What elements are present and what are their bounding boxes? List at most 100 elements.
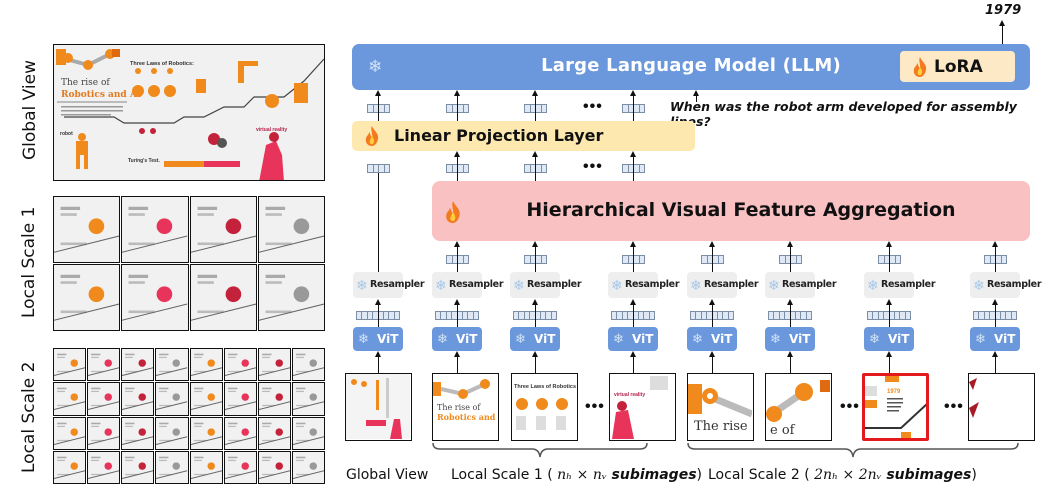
vit-to-resampler-arrow-line bbox=[378, 301, 380, 327]
local-scale-2-subimage bbox=[968, 373, 1035, 441]
subimage-tile bbox=[257, 348, 291, 382]
ellipsis: ••• bbox=[944, 398, 964, 415]
row-label-local-scale-1: Local Scale 1 bbox=[19, 206, 39, 318]
tile-art bbox=[156, 387, 188, 411]
snowflake-icon: ❄ bbox=[770, 331, 781, 346]
vit-label: ViT bbox=[456, 332, 478, 346]
tile-art bbox=[54, 422, 86, 445]
row-label-local-scale-2: Local Scale 2 bbox=[19, 361, 39, 473]
resampler-label: Resampler bbox=[370, 279, 425, 290]
global-to-projection-arrow-line bbox=[378, 166, 380, 272]
resampler-to-aggregation-arrow-line bbox=[457, 243, 459, 272]
vit-encoder: ❄ViT bbox=[970, 327, 1020, 351]
tile-art bbox=[292, 422, 324, 445]
vit-label: ViT bbox=[888, 332, 910, 346]
tile-art bbox=[54, 456, 86, 479]
vit-to-resampler-arrow-arrowhead bbox=[886, 299, 892, 305]
subimage-tile bbox=[257, 450, 291, 484]
subimage-tile bbox=[53, 264, 121, 331]
local-scale-1-subimage: Three Laws of Robotics: bbox=[511, 373, 578, 441]
subimage-tile bbox=[291, 348, 325, 382]
resampler: ❄Resampler bbox=[970, 272, 1042, 298]
resampler-label: Resampler bbox=[527, 279, 582, 290]
answer-arrowhead bbox=[999, 20, 1005, 26]
subimage-tile bbox=[155, 450, 189, 484]
vit-to-resampler-arrow-line bbox=[535, 301, 537, 327]
resampler: ❄Resampler bbox=[765, 272, 837, 298]
aggregation-to-projection-arrow-arrowhead bbox=[454, 151, 460, 157]
snowflake-icon: ❄ bbox=[613, 331, 624, 346]
infographic-title-line2: Robotics and AI bbox=[61, 90, 141, 100]
subimage-tile bbox=[121, 196, 189, 263]
tile-art bbox=[190, 387, 222, 411]
thumb-to-vit-arrow-line bbox=[457, 353, 459, 373]
subimage-tile bbox=[223, 450, 257, 484]
resampler-label: Resampler bbox=[782, 279, 837, 290]
thumb-to-vit-arrow-arrowhead bbox=[630, 351, 636, 357]
snowflake-icon: ❄ bbox=[768, 277, 780, 293]
tile-art bbox=[122, 456, 154, 479]
local-scale-2-subimage: The rise bbox=[687, 373, 754, 441]
row-label-global-view: Global View bbox=[20, 60, 40, 160]
thumb-to-vit-arrow-line bbox=[535, 353, 537, 373]
resampler-to-aggregation-arrow-arrowhead bbox=[630, 241, 636, 247]
aggregation-to-projection-arrow-arrowhead bbox=[630, 151, 636, 157]
subimage-tile bbox=[257, 196, 325, 263]
local-scale-1-math: nₕ × nᵥ bbox=[557, 467, 608, 483]
resampler-to-aggregation-arrow-line bbox=[633, 243, 635, 272]
thumb-to-vit-arrow-arrowhead bbox=[787, 351, 793, 357]
hierarchical-aggregation-label: Hierarchical Visual Feature Aggregation bbox=[526, 199, 956, 221]
infographic-laws-heading: Three Laws of Robotics: bbox=[130, 61, 194, 67]
subimage-tile bbox=[53, 450, 87, 484]
subimage-tile bbox=[257, 382, 291, 416]
subimage-tile bbox=[189, 196, 257, 263]
vit-to-resampler-arrow-arrowhead bbox=[375, 299, 381, 305]
snowflake-icon: ❄ bbox=[973, 277, 985, 293]
tile-art bbox=[292, 387, 324, 411]
vit-to-resampler-arrow-line bbox=[995, 301, 997, 327]
tile-art bbox=[190, 274, 256, 321]
thumb-to-vit-arrow-line bbox=[633, 353, 635, 373]
local-scale-2-math: 2nₕ × 2nᵥ bbox=[814, 467, 882, 483]
fire-icon bbox=[365, 126, 379, 146]
subimage-tile bbox=[121, 416, 155, 450]
tile-art bbox=[224, 387, 256, 411]
subimage-tile bbox=[155, 382, 189, 416]
thumb-art bbox=[969, 374, 1033, 439]
tile-art bbox=[292, 353, 324, 377]
ellipsis: ••• bbox=[840, 398, 860, 415]
vit-to-resampler-arrow-line bbox=[457, 301, 459, 327]
vit-encoder: ❄ViT bbox=[765, 327, 815, 351]
snowflake-icon: ❄ bbox=[513, 277, 525, 293]
tile-art bbox=[258, 387, 290, 411]
snowflake-icon: ❄ bbox=[975, 331, 986, 346]
thumb-to-vit-arrow-arrowhead bbox=[532, 351, 538, 357]
resampler-to-aggregation-arrow-line bbox=[712, 243, 714, 272]
local-scale-2-caption: Local Scale 2 ( 2nₕ × 2nᵥ subimages) bbox=[708, 467, 977, 483]
fire-icon bbox=[913, 57, 927, 77]
llm-label: Large Language Model (LLM) bbox=[541, 55, 841, 76]
svg-text:virtual reality: virtual reality bbox=[614, 392, 645, 398]
vit-to-resampler-arrow-line bbox=[790, 301, 792, 327]
resampler-to-aggregation-arrow-arrowhead bbox=[992, 241, 998, 247]
ellipsis: ••• bbox=[583, 158, 603, 175]
local-scale-2-prefix: Local Scale 2 ( bbox=[708, 467, 810, 483]
vit-to-resampler-arrow-line bbox=[633, 301, 635, 327]
svg-text:The rise of: The rise of bbox=[437, 403, 481, 412]
resampler-label: Resampler bbox=[704, 279, 759, 290]
snowflake-icon: ❄ bbox=[869, 331, 880, 346]
thumb-art: Three Laws of Robotics: bbox=[512, 374, 577, 439]
svg-text:e of: e of bbox=[770, 423, 796, 438]
thumb-to-vit-arrow-line bbox=[889, 353, 891, 373]
snowflake-icon: ❄ bbox=[867, 277, 879, 293]
vit-label: ViT bbox=[534, 332, 556, 346]
snowflake-icon: ❄ bbox=[692, 331, 703, 346]
vit-encoder: ❄ViT bbox=[353, 327, 403, 351]
subimage-tile bbox=[87, 348, 121, 382]
fire-icon bbox=[446, 201, 460, 223]
thumb-to-vit-arrow-arrowhead bbox=[454, 351, 460, 357]
tile-art bbox=[88, 353, 120, 377]
tile-art bbox=[258, 422, 290, 445]
snowflake-icon: ❄ bbox=[611, 277, 623, 293]
subimage-tile bbox=[189, 264, 257, 331]
